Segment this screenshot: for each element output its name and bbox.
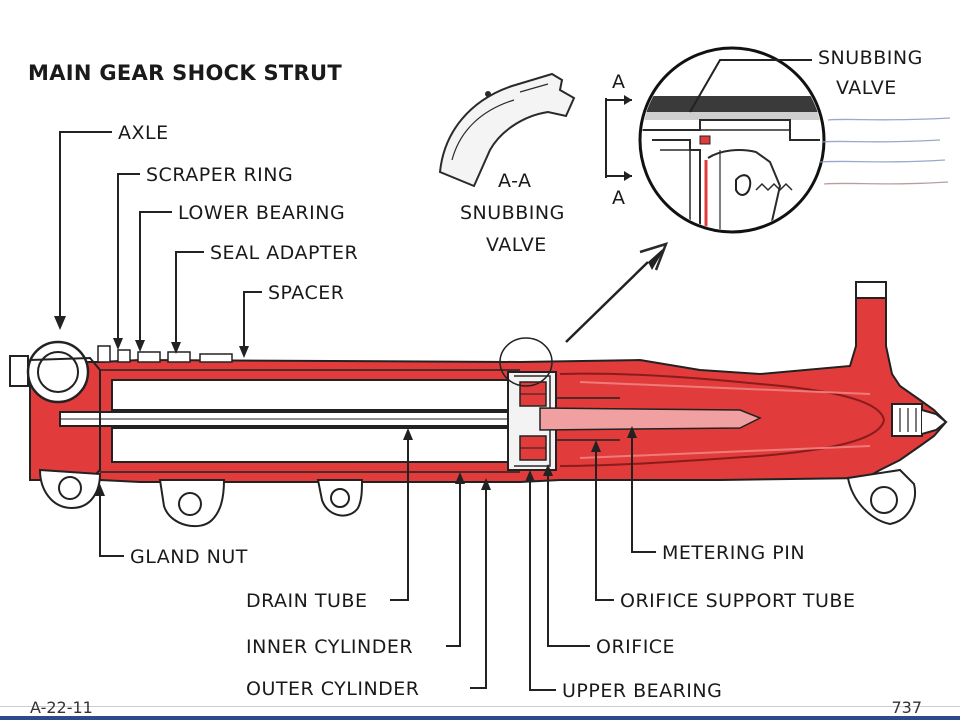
callout-orifice-support-tube: ORIFICE SUPPORT TUBE (591, 440, 855, 612)
detail-label-line2: VALVE (836, 77, 897, 99)
callout-outer-cylinder: OUTER CYLINDER (246, 478, 491, 700)
callout-drain-tube: DRAIN TUBE (246, 428, 413, 612)
callout-spacer: SPACER (239, 282, 344, 358)
detail-magnifier (638, 46, 826, 234)
label-inner-cylinder: INNER CYLINDER (246, 636, 413, 658)
page-number: 737 (891, 698, 922, 717)
callout-lower-bearing: LOWER BEARING (135, 202, 345, 352)
label-spacer: SPACER (268, 282, 344, 304)
cut-marker-top: A (612, 71, 626, 93)
callout-gland-nut: GLAND NUT (95, 484, 248, 568)
callout-metering-pin: METERING PIN (627, 426, 805, 564)
label-scraper-ring: SCRAPER RING (146, 164, 293, 186)
detail-label-line1: SNUBBING (818, 47, 923, 69)
shock-strut-body (9, 281, 948, 528)
handwritten-notes (819, 117, 951, 185)
callout-inner-cylinder: INNER CYLINDER (246, 472, 465, 658)
section-label-line1: A-A (498, 170, 532, 192)
label-upper-bearing: UPPER BEARING (562, 680, 722, 702)
callout-scraper-ring: SCRAPER RING (113, 164, 293, 350)
label-metering-pin: METERING PIN (662, 542, 805, 564)
page-reference-left: A-22-11 (30, 698, 93, 717)
snubbing-valve-section-part (438, 72, 576, 188)
callout-orifice: ORIFICE (543, 464, 675, 658)
label-seal-adapter: SEAL ADAPTER (210, 242, 358, 264)
cut-marker-bottom: A (612, 187, 626, 209)
diagram-title: MAIN GEAR SHOCK STRUT (28, 61, 342, 85)
cut-marker: A A (605, 71, 632, 209)
callout-upper-bearing: UPPER BEARING (525, 470, 722, 702)
label-lower-bearing: LOWER BEARING (178, 202, 345, 224)
label-axle: AXLE (118, 122, 169, 144)
section-label-line2: SNUBBING (460, 202, 565, 224)
label-gland-nut: GLAND NUT (130, 546, 248, 568)
label-drain-tube: DRAIN TUBE (246, 590, 367, 612)
label-orifice-support-tube: ORIFICE SUPPORT TUBE (620, 590, 855, 612)
window-bottom-edge (0, 716, 960, 720)
section-label-line3: VALVE (486, 234, 547, 256)
callout-axle: AXLE (54, 122, 169, 330)
callout-seal-adapter: SEAL ADAPTER (171, 242, 358, 354)
label-outer-cylinder: OUTER CYLINDER (246, 678, 420, 700)
label-orifice: ORIFICE (596, 636, 675, 658)
detail-pointer-arrow (565, 242, 669, 343)
